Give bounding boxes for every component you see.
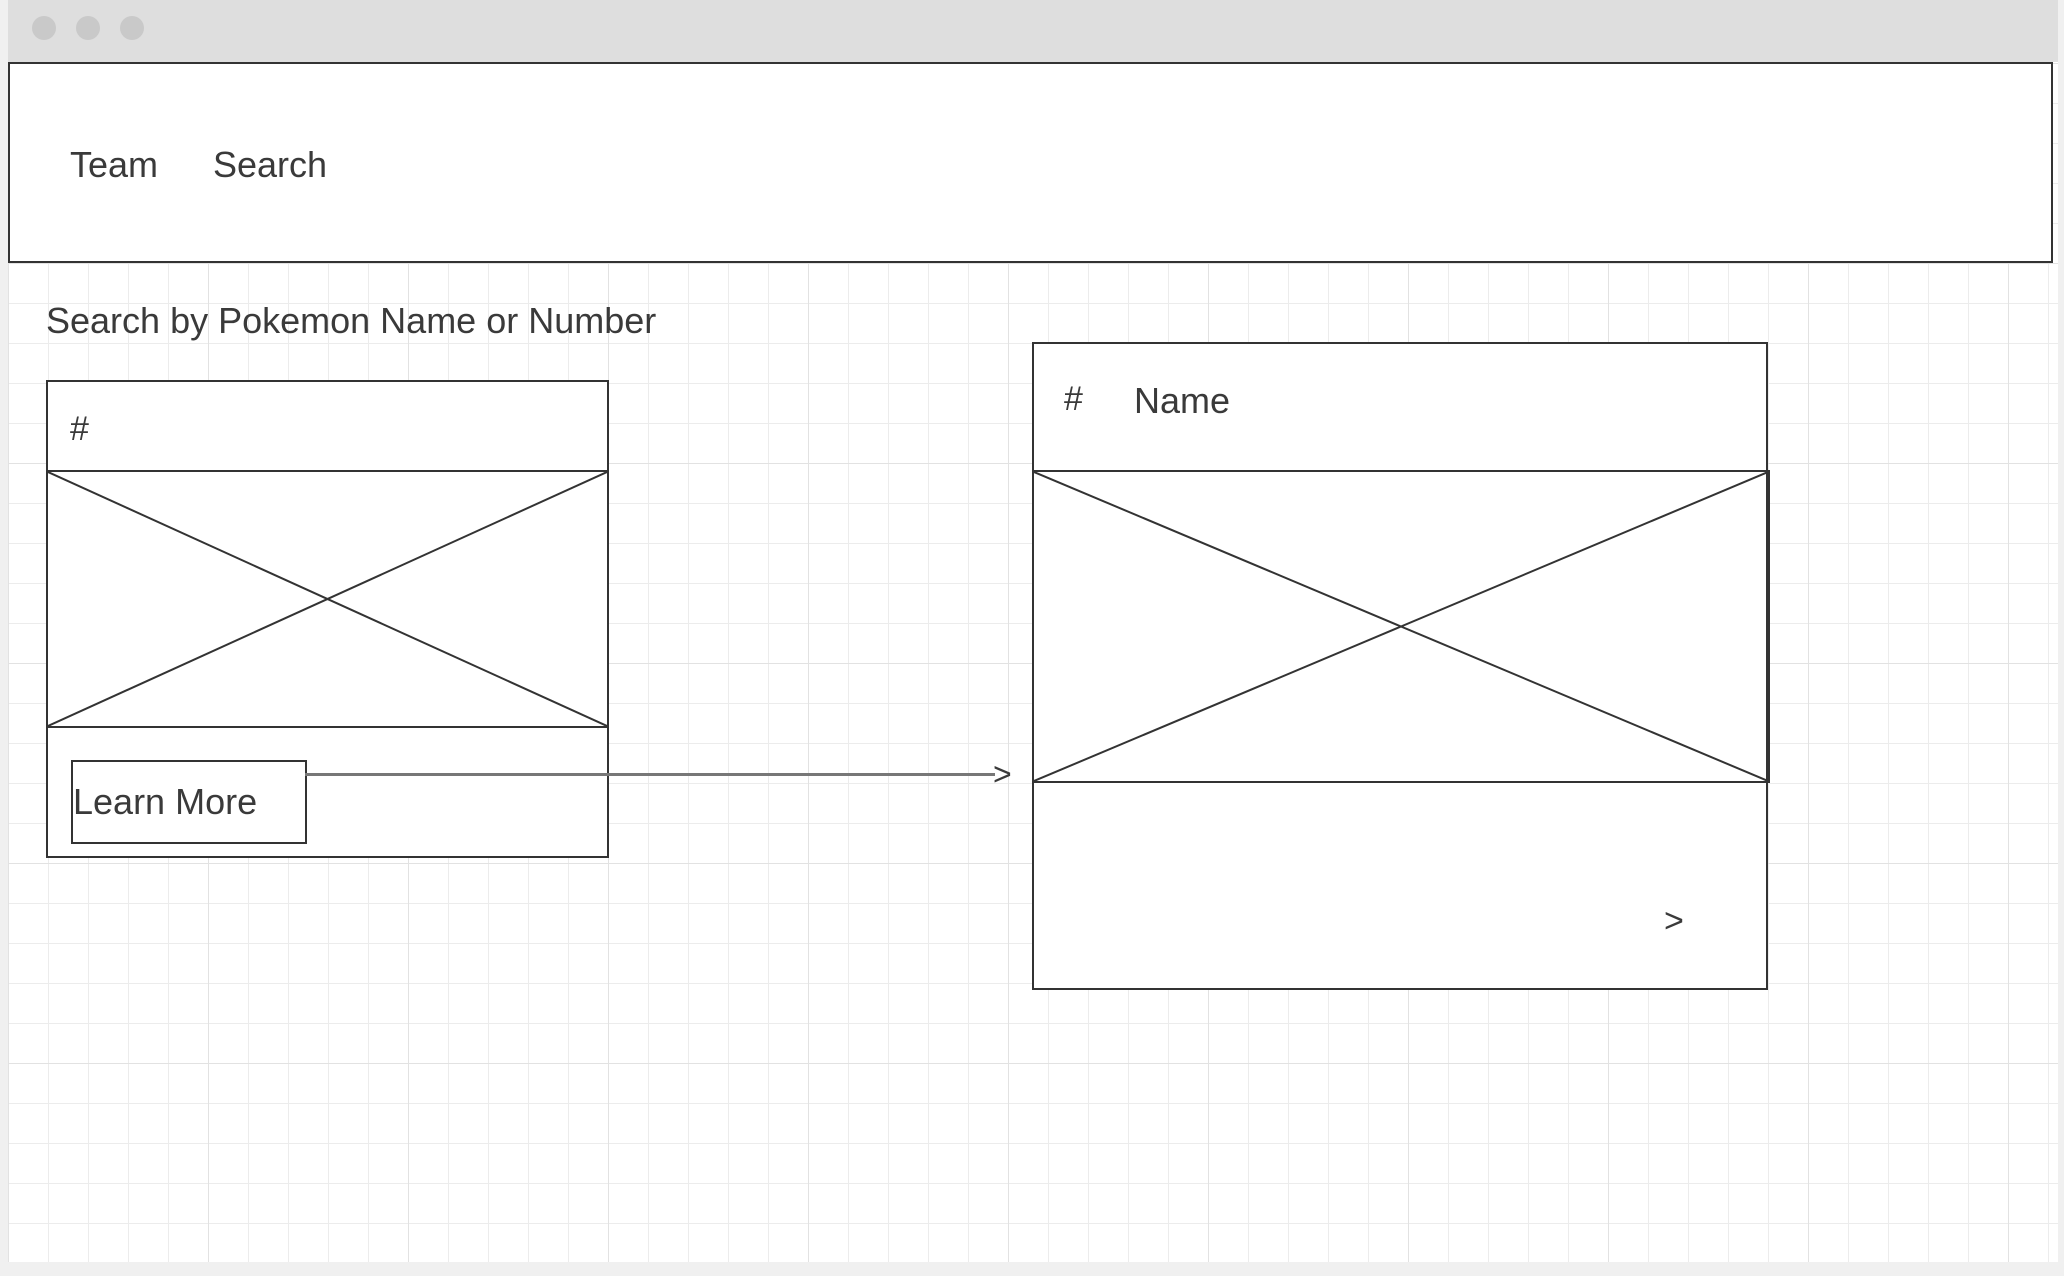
result-card-image-placeholder (48, 472, 607, 728)
flow-arrow-icon: > (993, 756, 1012, 792)
window-titlebar (8, 0, 2058, 62)
detail-card-number: # (1064, 380, 1083, 418)
search-prompt-label: Search by Pokemon Name or Number (46, 300, 657, 341)
window-close-dot[interactable] (32, 16, 56, 40)
header-nav-bar: Team Search (8, 62, 2053, 263)
pokemon-detail-card: # Name > (1032, 342, 1770, 990)
detail-card-name: Name (1134, 380, 1231, 421)
result-card-number: # (70, 410, 89, 448)
result-card-header: # (48, 382, 607, 472)
window-minimize-dot[interactable] (76, 16, 100, 40)
nav-item-team[interactable]: Team (70, 144, 159, 185)
image-placeholder-icon (1034, 472, 1768, 781)
pokemon-result-card: # Learn More (46, 380, 609, 858)
next-arrow-button[interactable]: > (1664, 902, 1684, 940)
detail-card-header: # Name (1034, 344, 1766, 472)
nav-item-search[interactable]: Search (213, 144, 328, 185)
window-maximize-dot[interactable] (120, 16, 144, 40)
flow-connector-line (305, 773, 995, 776)
detail-card-image-placeholder (1032, 470, 1770, 783)
image-placeholder-icon (48, 472, 607, 726)
learn-more-button[interactable]: Learn More (71, 760, 307, 844)
